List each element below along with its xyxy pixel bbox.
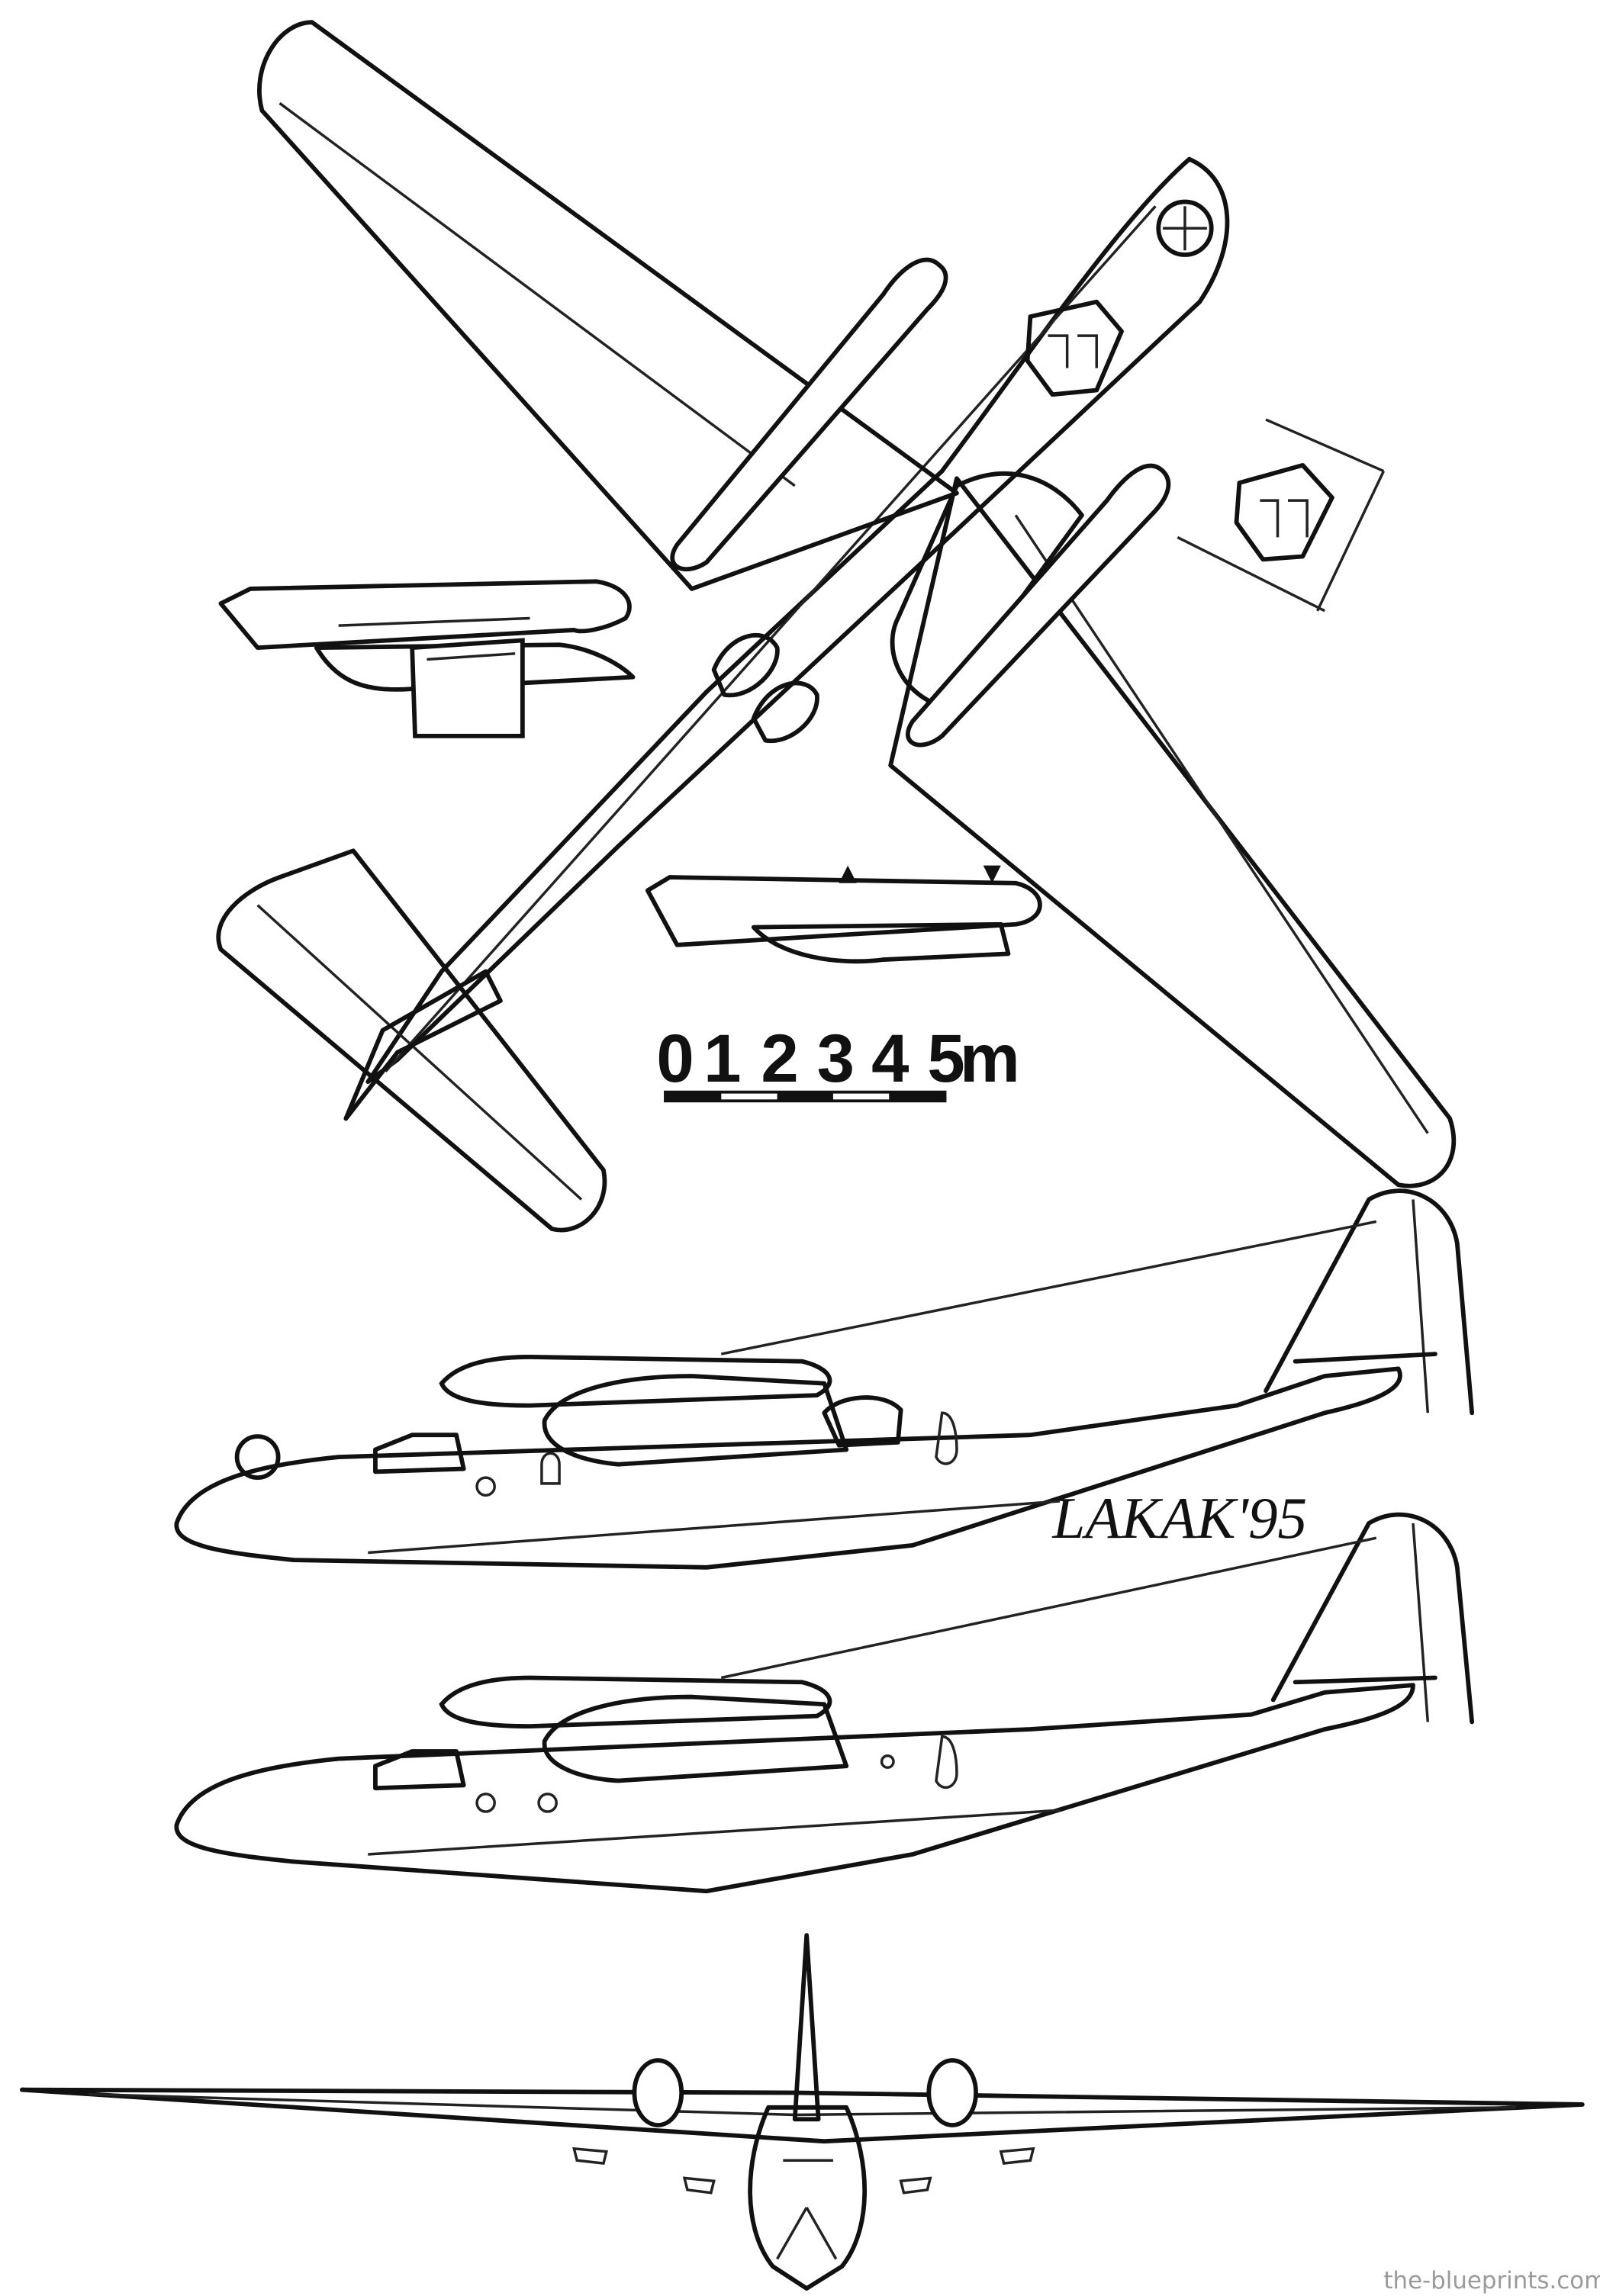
cockpit-detail-inset bbox=[1177, 418, 1385, 613]
scale-tick-4: 4 bbox=[871, 1021, 909, 1096]
nacelle-detail-center bbox=[645, 865, 1042, 964]
scale-tick-5: 5 bbox=[927, 1021, 964, 1096]
front-view bbox=[20, 1933, 1585, 2291]
top-view bbox=[216, 20, 1457, 1233]
scale-tick-0: 0 bbox=[656, 1021, 694, 1096]
signature: LAKAK'95 bbox=[1051, 1485, 1307, 1551]
side-view-upper bbox=[174, 1188, 1475, 1570]
scale-tick-3: 3 bbox=[817, 1021, 855, 1096]
scale-tick-2: 2 bbox=[761, 1021, 798, 1096]
scale-unit: m bbox=[960, 1021, 1020, 1096]
watermark: the-blueprints.com bbox=[1383, 2267, 1600, 2294]
scale-bar: 0 1 2 3 4 5 m bbox=[656, 1021, 1020, 1103]
side-view-lower bbox=[174, 1512, 1475, 1894]
scale-tick-1: 1 bbox=[703, 1021, 741, 1096]
nacelle-detail-left bbox=[218, 579, 636, 738]
